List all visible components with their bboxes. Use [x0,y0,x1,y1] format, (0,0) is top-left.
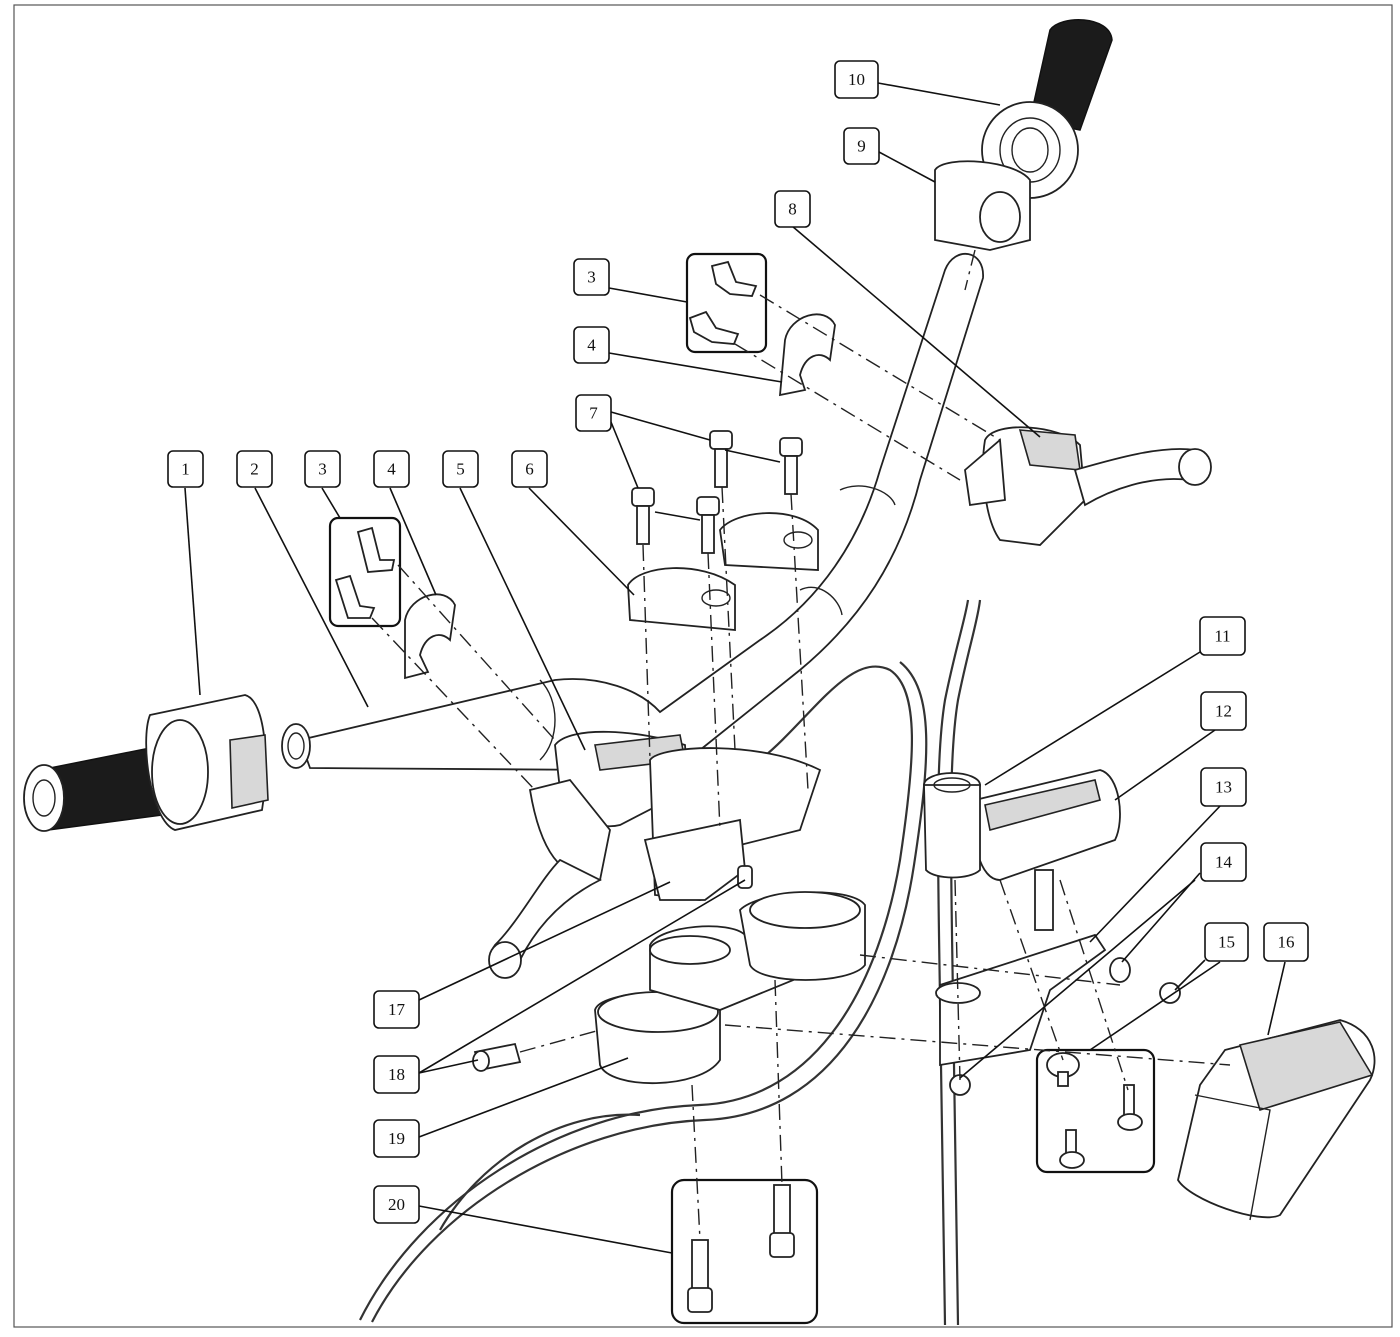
left-grip-assembly [23,694,269,832]
bolts-right [688,260,758,345]
callout-2: 2 [236,450,273,488]
callout-10: 10 [834,60,879,99]
callout-label: 3 [318,460,327,479]
callout-label: 4 [387,460,396,479]
callout-13: 13 [1200,767,1247,807]
right-lever-assembly [964,426,1212,546]
callout-label: 17 [388,1000,406,1019]
callout-label: 1 [181,460,190,479]
callout-label: 19 [388,1129,405,1148]
clamp-bolts [631,430,803,554]
callout-11: 11 [1199,616,1246,656]
right-switch-and-grip [934,19,1113,251]
callouts: 1 2 3 4 5 6 3 4 [167,60,1309,1224]
diagram-frame [13,4,1393,1328]
callout-label: 6 [525,460,534,479]
callout-label: 16 [1278,933,1295,952]
callout-5: 5 [442,450,479,488]
clamp-right [778,313,836,397]
headlight-bracket [935,933,1181,1096]
bolt-group-left [328,516,402,628]
callout-20: 20 [373,1185,420,1224]
assembly-lines [371,249,1231,1241]
callout-label: 11 [1214,627,1230,646]
triple-clamp [472,747,866,1085]
dashboard-module [923,769,1121,931]
cables [359,599,982,1326]
bolts-left [334,526,396,619]
callout-label: 5 [456,460,465,479]
callout-label: 10 [848,70,865,89]
callout-7: 7 [575,394,612,432]
callout-label: 20 [388,1195,405,1214]
screw-group [1035,1048,1156,1174]
clamp-left [404,593,456,680]
callout-4-left: 4 [373,450,410,488]
bottom-bolts [687,1184,795,1313]
screws [1046,1052,1143,1169]
callout-17: 17 [373,990,420,1029]
callout-label: 13 [1215,778,1232,797]
callout-8: 8 [774,190,811,228]
bolt-group-right [685,252,768,354]
bolt-group-bottom [670,1178,819,1325]
callout-label: 9 [857,137,866,156]
callout-label: 18 [388,1065,405,1084]
callout-3-left: 3 [304,450,341,488]
callout-label: 4 [587,336,596,355]
callout-19: 19 [373,1119,420,1158]
callout-label: 14 [1215,853,1233,872]
callout-1: 1 [167,450,204,488]
callout-6: 6 [511,450,548,488]
callout-18: 18 [373,1055,420,1094]
callout-label: 2 [250,460,259,479]
callout-3-right: 3 [573,258,610,296]
handlebar [281,253,984,789]
callout-label: 8 [788,200,797,219]
callout-label: 3 [587,268,596,287]
headlight [1177,1019,1376,1221]
leader-lines [184,82,1286,1254]
callout-14: 14 [1200,842,1247,882]
bar-clamps [627,512,819,631]
callout-16: 16 [1263,922,1309,962]
callout-12: 12 [1200,691,1247,731]
callout-label: 15 [1218,933,1235,952]
callout-15: 15 [1204,922,1249,962]
callout-label: 7 [589,404,598,423]
callout-4-right: 4 [573,326,610,364]
callout-label: 12 [1215,702,1232,721]
callout-9: 9 [843,127,880,165]
